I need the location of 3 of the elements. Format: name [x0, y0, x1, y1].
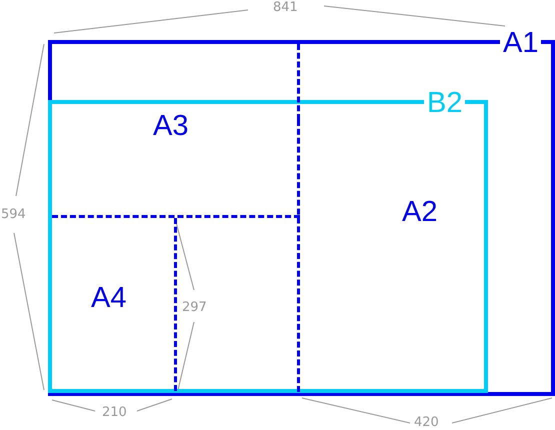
size-label: A4 — [91, 283, 126, 313]
size-label: A2 — [402, 197, 438, 227]
size-label: A3 — [153, 111, 188, 141]
